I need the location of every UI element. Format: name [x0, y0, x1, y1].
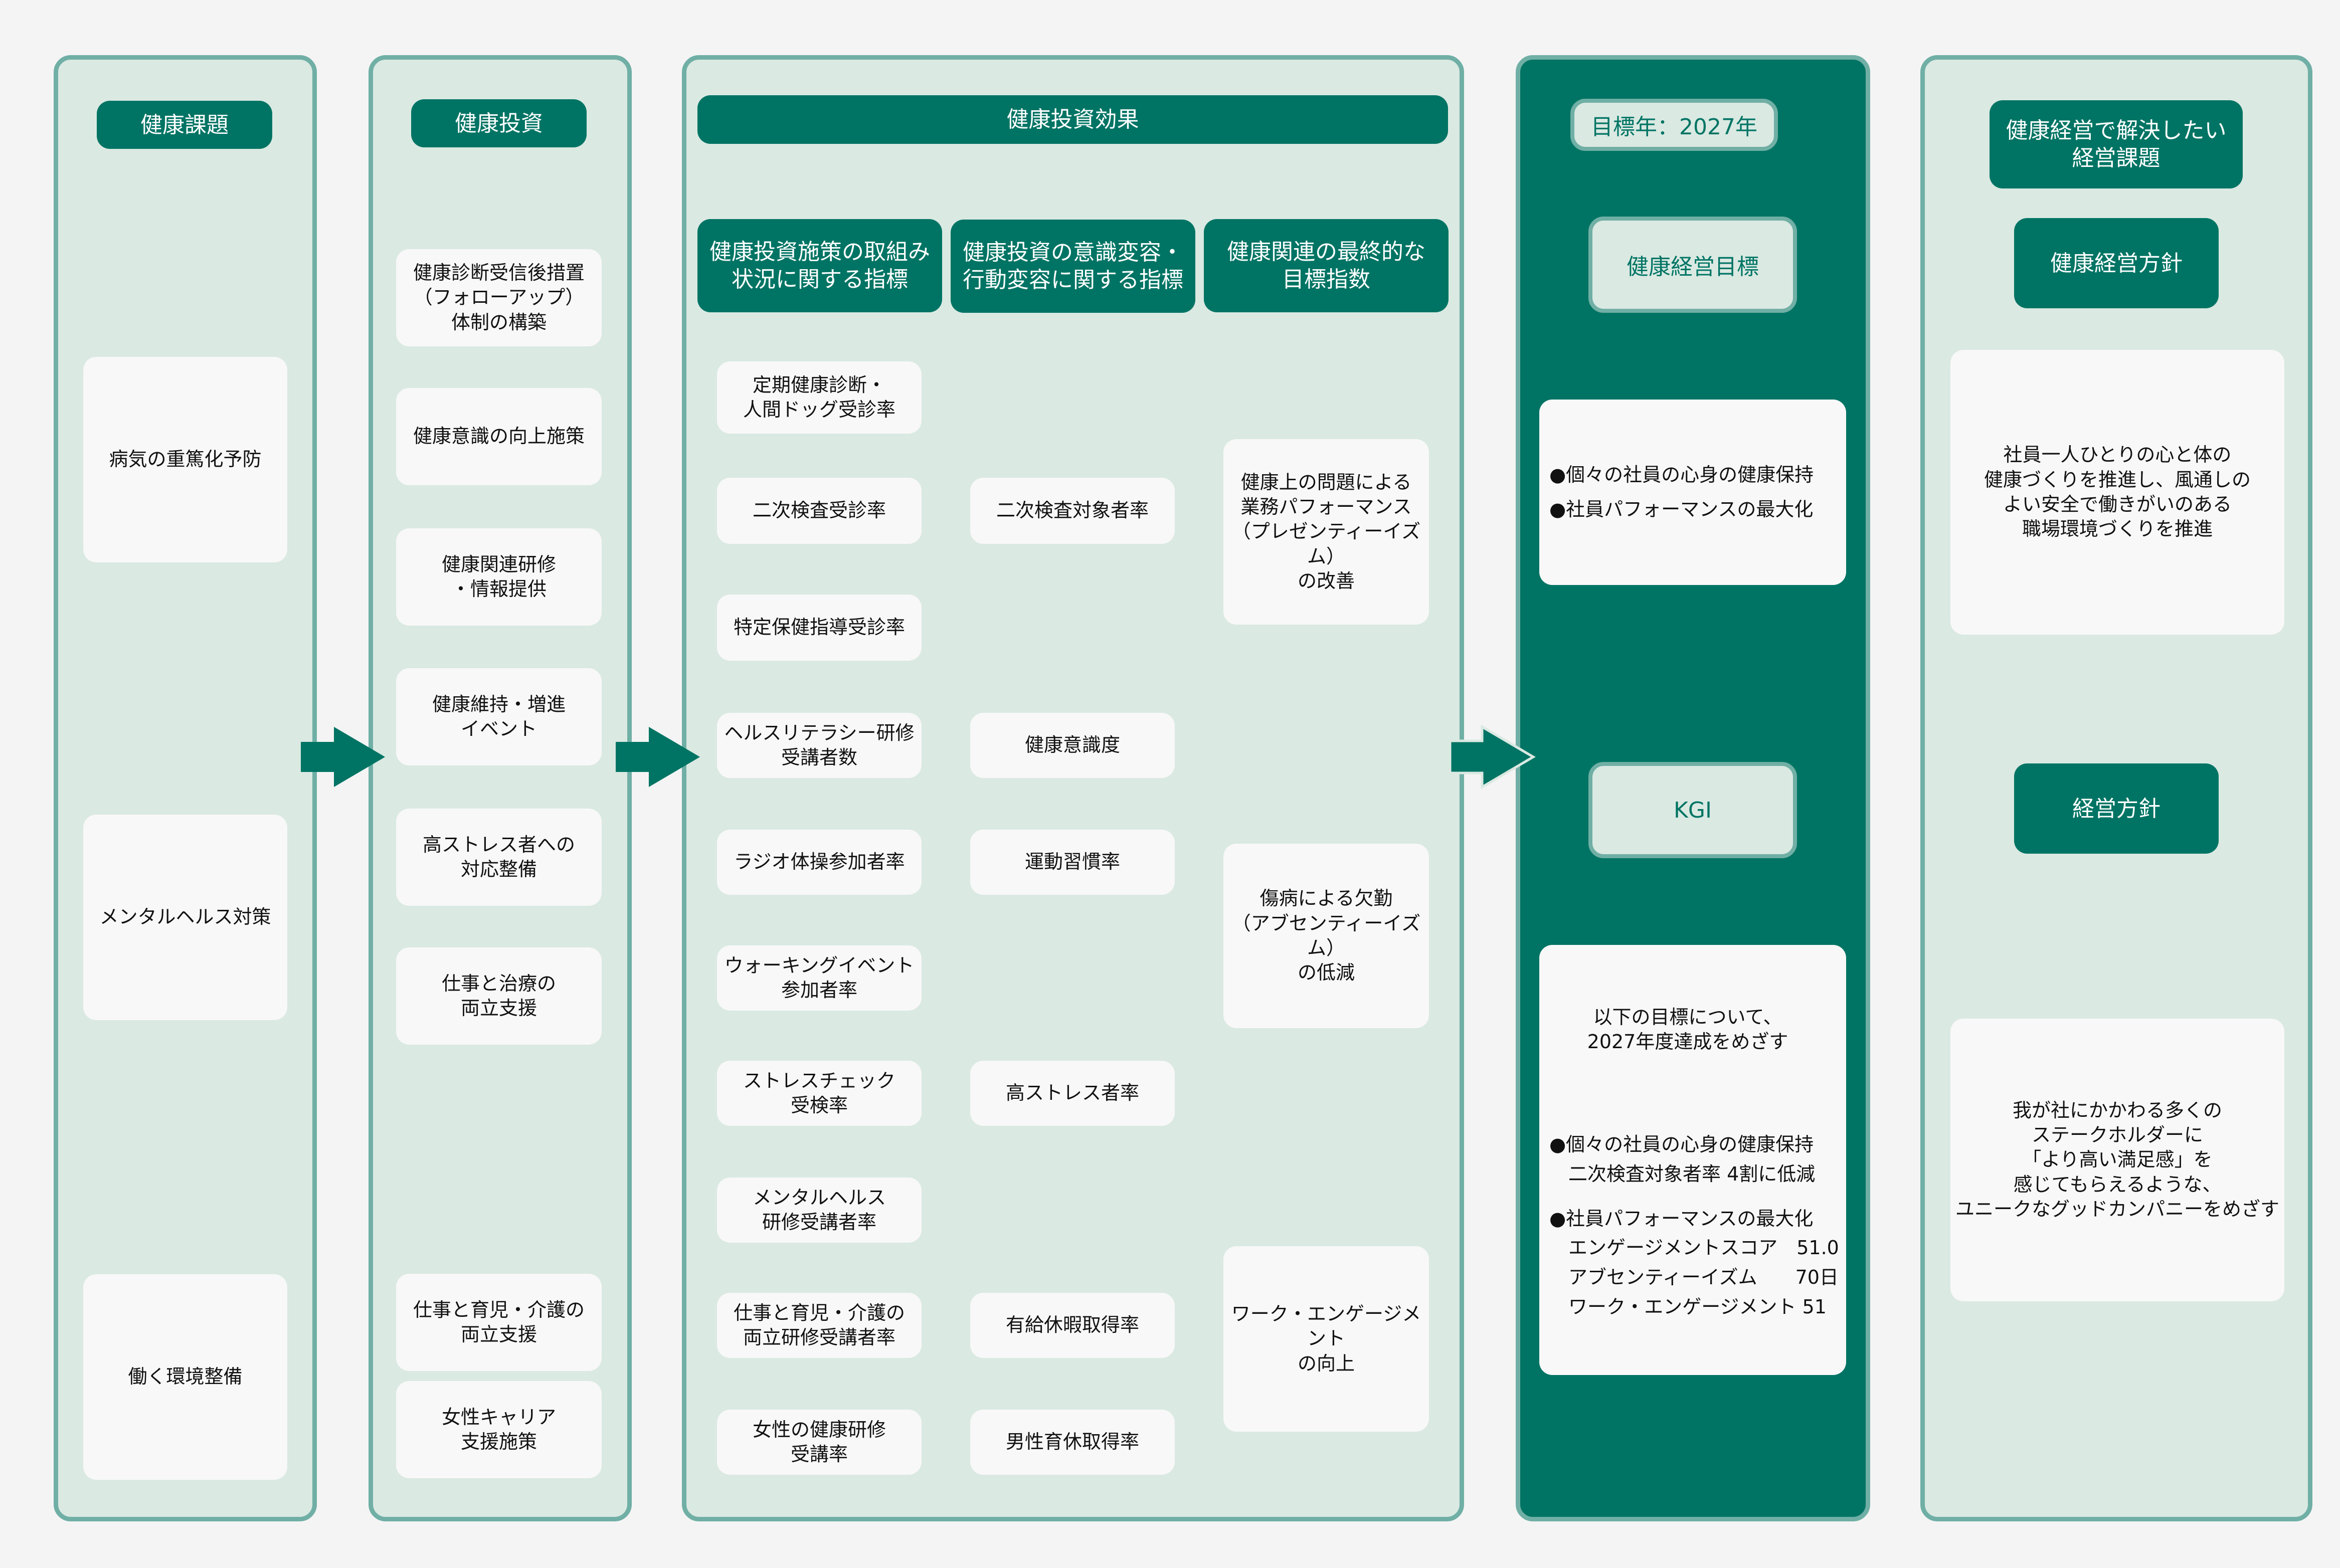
- kgi-line: アブセンティーイズム 70日: [1568, 1266, 1839, 1289]
- arrow-right-icon: [301, 727, 385, 787]
- final-indicator-card: ワーク・エンゲージメント の向上: [1223, 1246, 1429, 1432]
- initiative-indicator-card: ラジオ体操参加者率: [717, 830, 922, 895]
- goal-card: ●個々の社員の心身の健康保持 ●社員パフォーマンスの最大化: [1539, 400, 1846, 585]
- initiative-indicator-card: ストレスチェック 受検率: [717, 1061, 922, 1126]
- issue-card: 働く環境整備: [83, 1274, 287, 1480]
- investment-card: 健康関連研修 ・情報提供: [396, 528, 602, 626]
- issue-card: 病気の重篤化予防: [83, 357, 287, 562]
- initiative-indicator-card: 特定保健指導受診率: [717, 595, 922, 661]
- investment-card: 健康診断受信後措置 （フォローアップ） 体制の構築: [396, 249, 602, 346]
- behavior-indicator-card: 運動習慣率: [970, 830, 1175, 895]
- goal-item: ●社員パフォーマンスの最大化: [1549, 498, 1814, 520]
- arrow-right-icon: [1449, 724, 1536, 790]
- header-kgi: KGI: [1588, 762, 1797, 858]
- arrow-shape: [616, 727, 700, 787]
- behavior-indicator-card: 男性育休取得率: [970, 1410, 1175, 1475]
- header-investment-effects: 健康投資効果: [697, 95, 1448, 144]
- header-management-issues: 健康経営で解決したい 経営課題: [1990, 100, 2243, 188]
- initiative-indicator-card: メンタルヘルス 研修受講者率: [717, 1178, 922, 1243]
- initiative-indicator-card: 二次検査受診率: [717, 478, 922, 544]
- kgi-section-title: ●社員パフォーマンスの最大化: [1549, 1207, 1814, 1230]
- investment-card: 健康維持・増進 イベント: [396, 668, 602, 765]
- investment-card: 仕事と育児・介護の 両立支援: [396, 1274, 602, 1371]
- arrow-shape: [301, 727, 385, 787]
- target-year-label: 目標年：2027年: [1570, 99, 1778, 151]
- header-health-management-goal: 健康経営目標: [1588, 217, 1797, 313]
- behavior-indicator-card: 健康意識度: [970, 713, 1175, 778]
- kgi-line: エンゲージメントスコア 51.0: [1568, 1237, 1839, 1259]
- subheader-initiative-indicators: 健康投資施策の取組み 状況に関する指標: [697, 219, 942, 312]
- investment-card: 仕事と治療の 両立支援: [396, 947, 602, 1045]
- initiative-indicator-card: ウォーキングイベント 参加者率: [717, 945, 922, 1011]
- final-indicator-card: 傷病による欠勤 （アブセンティーイズム） の低減: [1223, 844, 1429, 1028]
- behavior-indicator-card: 有給休暇取得率: [970, 1293, 1175, 1358]
- initiative-indicator-card: ヘルスリテラシー研修 受講者数: [717, 713, 922, 778]
- kgi-section: ●社員パフォーマンスの最大化 エンゲージメントスコア 51.0 アブセンティーイ…: [1549, 1204, 1839, 1322]
- subheader-behavior-indicators: 健康投資の意識変容・ 行動変容に関する指標: [951, 220, 1195, 313]
- header-health-issues: 健康課題: [97, 101, 272, 149]
- policy-text-card: 社員一人ひとりの心と体の 健康づくりを推進し、風通しの よい安全で働きがいのある…: [1950, 350, 2284, 635]
- kgi-line: ワーク・エンゲージメント 51: [1568, 1296, 1827, 1318]
- initiative-indicator-card: 仕事と育児・介護の 両立研修受講者率: [717, 1293, 922, 1358]
- issue-card: メンタルヘルス対策: [83, 815, 287, 1020]
- kgi-intro: 以下の目標について、 2027年度達成をめざす: [1587, 1006, 1788, 1053]
- final-indicator-card: 健康上の問題による 業務パフォーマンス （プレゼンティーイズム） の改善: [1223, 439, 1429, 625]
- behavior-indicator-card: 二次検査対象者率: [970, 478, 1175, 544]
- kgi-section-title: ●個々の社員の心身の健康保持: [1549, 1133, 1814, 1155]
- header-health-management-policy: 健康経営方針: [2014, 218, 2219, 308]
- arrow-right-icon: [616, 727, 700, 787]
- kgi-card: 以下の目標について、 2027年度達成をめざす ●個々の社員の心身の健康保持 二…: [1539, 945, 1846, 1375]
- mgmt-text-card: 我が社にかかわる多くの ステークホルダーに 「より高い満足感」を 感じてもらえる…: [1950, 1019, 2284, 1301]
- header-management-policy: 経営方針: [2014, 763, 2219, 854]
- investment-card: 健康意識の向上施策: [396, 388, 602, 485]
- behavior-indicator-card: 高ストレス者率: [970, 1061, 1175, 1126]
- initiative-indicator-card: 女性の健康研修 受講率: [717, 1410, 922, 1475]
- goal-item: ●個々の社員の心身の健康保持: [1549, 463, 1814, 486]
- investment-card: 女性キャリア 支援施策: [396, 1381, 602, 1478]
- arrow-shape: [1449, 724, 1536, 790]
- initiative-indicator-card: 定期健康診断・ 人間ドッグ受診率: [717, 361, 922, 434]
- investment-card: 高ストレス者への 対応整備: [396, 809, 602, 906]
- header-health-investment: 健康投資: [411, 99, 587, 147]
- kgi-section: ●個々の社員の心身の健康保持 二次検査対象者率 4割に低減: [1549, 1130, 1826, 1189]
- subheader-final-indicators: 健康関連の最終的な 目標指数: [1204, 219, 1449, 312]
- kgi-line: 二次検査対象者率 4割に低減: [1568, 1162, 1816, 1185]
